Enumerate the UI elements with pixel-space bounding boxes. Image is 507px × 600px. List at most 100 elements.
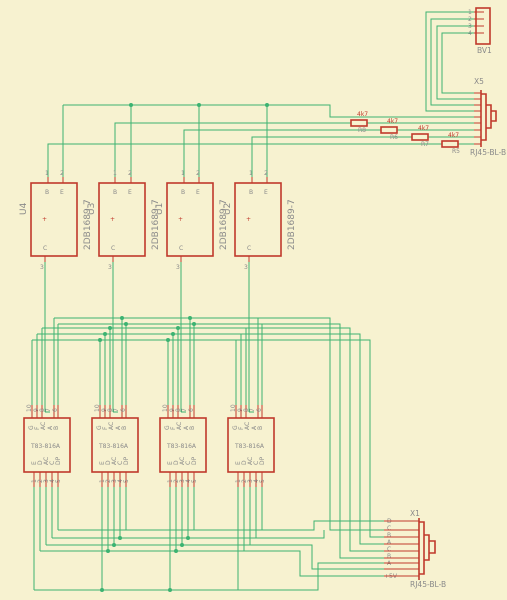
pin-name: DP xyxy=(55,456,62,465)
pin-name: E xyxy=(60,189,64,196)
wires xyxy=(31,11,474,591)
pin-number: 9 xyxy=(237,408,244,412)
resistor-value: 4k7 xyxy=(357,111,368,118)
resistor-r7: 4k7 R7 xyxy=(411,125,429,148)
pin-number: 2 xyxy=(241,479,248,483)
pin-name: B xyxy=(181,189,185,196)
pin-number: 6 xyxy=(188,408,195,412)
pin-number: 10 xyxy=(230,404,237,412)
pin-name: A xyxy=(183,425,190,430)
resistor-ref: R5 xyxy=(452,148,460,155)
pin-number: 1 xyxy=(181,170,185,177)
pin-number: 5 xyxy=(259,479,266,483)
pin-name: G xyxy=(28,425,35,430)
x1-ref: X1 xyxy=(410,509,420,518)
pin-number: 10 xyxy=(94,404,101,412)
pin-number: 7 xyxy=(113,408,120,412)
pin-number: 6 xyxy=(52,408,59,412)
pin-name: D xyxy=(241,460,248,465)
pin-name: DP xyxy=(191,456,198,465)
pin-name: G xyxy=(232,425,239,430)
transistor-part: 2DB1689-7 xyxy=(219,199,229,250)
resistor-ref: R8 xyxy=(358,127,366,134)
pin-number: 3 xyxy=(179,479,186,483)
pin-name: D xyxy=(173,460,180,465)
svg-text:+: + xyxy=(110,216,115,223)
pin-name: D xyxy=(37,460,44,465)
x5-ref: X5 xyxy=(474,77,484,86)
pin-number: 1 xyxy=(249,170,253,177)
transistor-ref: U4 xyxy=(19,202,29,215)
pin-name: AC xyxy=(108,422,115,430)
display-part: T83-816A xyxy=(166,443,197,450)
x1-label: B xyxy=(387,553,391,560)
pin-name: DP xyxy=(123,456,130,465)
pin-number: 7 xyxy=(181,408,188,412)
pin-number: 3 xyxy=(43,479,50,483)
pin-number: 2 xyxy=(37,479,44,483)
display-part: T83-816A xyxy=(234,443,265,450)
resistor-ref: R6 xyxy=(390,134,398,141)
display-part: T83-816A xyxy=(30,443,61,450)
pin-number: 2 xyxy=(60,170,64,177)
resistor-r5: 4k7 R5 xyxy=(441,132,460,155)
resistor-value: 4k7 xyxy=(387,118,398,125)
x1-label: C xyxy=(387,546,391,553)
pin-number: 1 xyxy=(113,170,117,177)
transistor-part: 2DB1689-7 xyxy=(83,199,93,250)
pin-number: 9 xyxy=(169,408,176,412)
display-3: 10 9 8 7 6 G F AC A B T83-816A E D AC C … xyxy=(159,404,207,487)
svg-text:+: + xyxy=(246,216,251,223)
pin-number: 8 xyxy=(175,408,182,412)
pin-name: G xyxy=(164,425,171,430)
bv1-pin-3: 3 xyxy=(468,23,472,30)
junctions xyxy=(98,103,269,592)
pin-name: AC xyxy=(111,457,118,465)
pin-name: E xyxy=(31,461,38,465)
transistor-part: 2DB1689-7 xyxy=(151,199,161,250)
pin-number: 4 xyxy=(253,479,260,483)
pin-name: B xyxy=(249,189,253,196)
transistor-u2: + 1 2 B E C 3 U2 2DB1689-7 xyxy=(223,170,297,271)
pin-number: 8 xyxy=(39,408,46,412)
pin-name: C xyxy=(49,461,56,465)
pin-name: AC xyxy=(247,457,254,465)
transistor-u4: + 1 2 B E C 3 U4 2DB1689-7 xyxy=(19,170,93,271)
pin-number: 3 xyxy=(108,264,112,271)
pin-number: 5 xyxy=(123,479,130,483)
pin-number: 4 xyxy=(117,479,124,483)
pin-number: 7 xyxy=(45,408,52,412)
pin-name: DP xyxy=(259,456,266,465)
x1-label: B xyxy=(387,532,391,539)
x1-rj45-connector: X1 D C B A C B A +5V RJ45-BL-B xyxy=(384,509,446,589)
resistor-ref: R7 xyxy=(421,141,429,148)
pin-name: E xyxy=(167,461,174,465)
pin-name: C xyxy=(117,461,124,465)
resistor-value: 4k7 xyxy=(448,132,459,139)
pin-number: 6 xyxy=(256,408,263,412)
pin-name: F xyxy=(238,426,245,430)
pin-name: E xyxy=(196,189,200,196)
pin-number: 3 xyxy=(111,479,118,483)
pin-number: 7 xyxy=(249,408,256,412)
pin-number: 9 xyxy=(101,408,108,412)
display-1: 10 9 8 7 6 G F AC A B T83-816A E D AC C … xyxy=(23,404,71,487)
pin-number: 1 xyxy=(167,479,174,483)
pin-name: E xyxy=(235,461,242,465)
pin-name: G xyxy=(96,425,103,430)
transistor-ref: U3 xyxy=(87,203,97,215)
transistor-u1: + 1 2 B E C 3 U1 2DB1689-7 xyxy=(155,170,229,271)
pin-name: B xyxy=(121,426,128,430)
pin-name: D xyxy=(105,460,112,465)
x1-label: C xyxy=(387,525,391,532)
pin-name: A xyxy=(47,425,54,430)
pin-number: 2 xyxy=(128,170,132,177)
pin-number: 3 xyxy=(244,264,248,271)
resistor-r6: 4k7 R6 xyxy=(380,118,398,141)
pin-number: 2 xyxy=(173,479,180,483)
svg-text:+: + xyxy=(42,216,47,223)
pin-name: C xyxy=(43,245,47,252)
display-part: T83-816A xyxy=(98,443,129,450)
resistor-r8: 4k7 R8 xyxy=(350,111,368,134)
pin-name: B xyxy=(189,426,196,430)
